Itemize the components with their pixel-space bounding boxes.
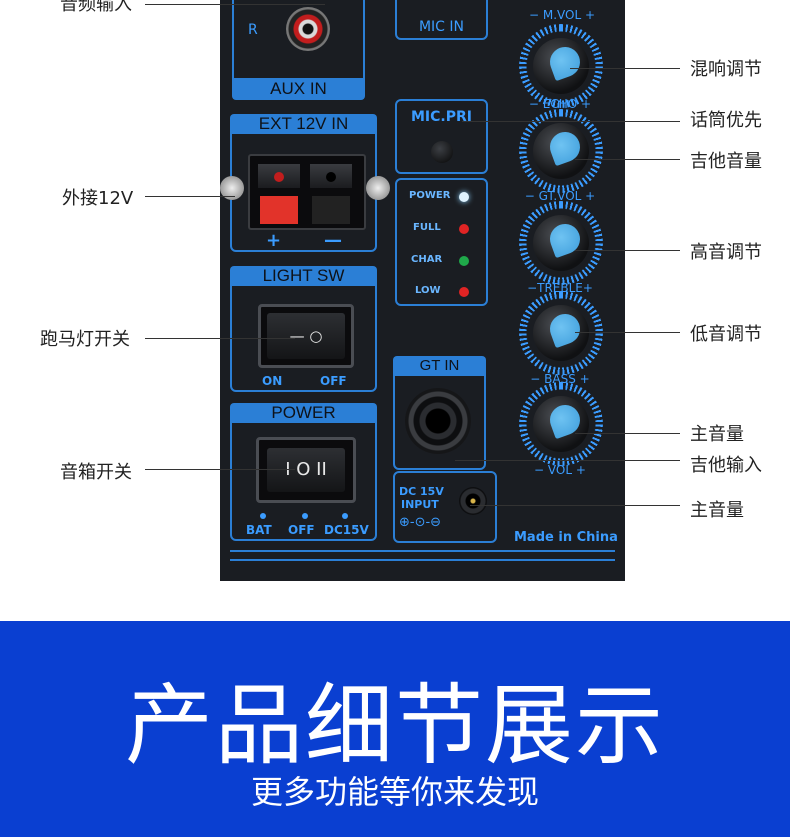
- callout-treble-line: [575, 250, 680, 251]
- gt-in-title: GT IN: [419, 357, 460, 374]
- ext-screw-right: [366, 176, 390, 200]
- light-rocker-switch[interactable]: — ○: [267, 313, 345, 359]
- banner: 产品细节展示 更多功能等你来发现: [0, 621, 790, 837]
- mic-in-section: MIC IN: [395, 0, 488, 40]
- led-power-light: [459, 192, 469, 202]
- banner-title: 产品细节展示: [124, 674, 665, 777]
- callout-echo: 混响调节: [690, 59, 762, 80]
- power-bat-label: BAT: [246, 523, 272, 537]
- light-sw-title: LIGHT SW: [262, 266, 345, 285]
- ext-red-clip[interactable]: [260, 196, 298, 224]
- ext-12v-header: EXT 12V IN: [230, 114, 377, 134]
- callout-bass: 低音调节: [690, 324, 762, 345]
- gt-in-header: GT IN: [393, 356, 486, 376]
- ext-terminal-negative[interactable]: [310, 164, 352, 188]
- callout-aux-line: [145, 4, 325, 5]
- led-power-label: POWER: [409, 190, 451, 201]
- knob-treble[interactable]: [519, 201, 603, 285]
- light-on-label: ON: [262, 374, 283, 388]
- power-title: POWER: [271, 403, 336, 422]
- mic-pri-title: MIC.PRI: [411, 109, 472, 125]
- dc-polarity-symbol: ⊕-⊙-⊖: [399, 515, 442, 530]
- dc-input-section: DC 15V INPUT ⊕-⊙-⊖: [393, 471, 497, 543]
- led-char-light: [459, 256, 469, 266]
- callout-vol-line: [575, 433, 680, 434]
- callout-micpri-line: [462, 121, 680, 122]
- aux-in-header: AUX IN: [232, 78, 365, 100]
- callout-light-line: [145, 338, 295, 339]
- knob-echo[interactable]: [519, 24, 603, 108]
- ext-plus-label: +: [266, 230, 282, 251]
- aux-rca-jack[interactable]: [286, 7, 330, 51]
- dc-line1: DC 15V: [399, 485, 444, 498]
- callout-power-line: [145, 469, 295, 470]
- callout-dc-volume: 主音量: [690, 500, 744, 521]
- callout-light-switch: 跑马灯开关: [40, 329, 130, 350]
- callout-power-switch: 音箱开关: [60, 462, 132, 483]
- knob-vol[interactable]: [519, 382, 603, 466]
- callout-ext-line: [145, 196, 235, 197]
- knob-label-echo: − ECHO +: [528, 97, 592, 111]
- aux-r-label: R: [248, 22, 258, 38]
- callout-mic-priority: 话筒优先: [690, 110, 762, 131]
- control-panel: R AUX IN MIC IN EXT 12V IN + — LIGHT SW …: [220, 0, 625, 581]
- power-dot-off: [302, 513, 308, 519]
- callout-gtin-line: [455, 460, 680, 461]
- led-full-label: FULL: [413, 222, 441, 233]
- knob-label-vol: − VOL +: [534, 463, 586, 477]
- callout-echo-line: [570, 68, 680, 69]
- knob-gtvol[interactable]: [519, 109, 603, 193]
- callout-guitar-input: 吉他输入: [690, 455, 762, 476]
- ext-12v-title: EXT 12V IN: [258, 114, 349, 133]
- power-rocker-symbols: I O II: [285, 459, 327, 480]
- ext-terminal-block[interactable]: [248, 154, 366, 230]
- gt-in-jack[interactable]: [405, 388, 471, 454]
- led-full-light: [459, 224, 469, 234]
- light-off-label: OFF: [320, 374, 347, 388]
- callout-guitar-volume: 吉他音量: [690, 151, 762, 172]
- led-low-light: [459, 287, 469, 297]
- callout-dc-line: [470, 505, 680, 506]
- aux-in-section: R AUX IN: [232, 0, 365, 100]
- light-sw-section: LIGHT SW — ○ ON OFF: [230, 266, 377, 392]
- aux-in-label: AUX IN: [270, 79, 327, 98]
- power-section: POWER I O II BAT OFF DC15V: [230, 403, 377, 541]
- callout-ext-12v: 外接12V: [62, 188, 134, 209]
- dc-line2: INPUT: [401, 498, 439, 511]
- power-dot-dc: [342, 513, 348, 519]
- mic-pri-section: MIC.PRI: [395, 99, 488, 174]
- light-sw-header: LIGHT SW: [230, 266, 377, 286]
- light-switch-frame: — ○: [258, 304, 354, 368]
- gt-in-section: GT IN: [393, 356, 486, 470]
- ext-black-clip[interactable]: [312, 196, 350, 224]
- ext-terminal-positive[interactable]: [258, 164, 300, 188]
- ext-12v-section: EXT 12V IN + —: [220, 114, 390, 252]
- power-off-label: OFF: [288, 523, 315, 537]
- callout-treble: 高音调节: [690, 242, 762, 263]
- led-low-label: LOW: [415, 285, 441, 296]
- power-dot-bat: [260, 513, 266, 519]
- knob-label-gtvol: − GT.VOL +: [524, 189, 596, 203]
- power-switch-frame: I O II: [256, 437, 356, 503]
- callout-gtvol-line: [575, 159, 680, 160]
- led-char-label: CHAR: [411, 254, 443, 265]
- callout-main-volume: 主音量: [690, 424, 744, 445]
- panel-divider-1: [230, 550, 615, 552]
- made-in-label: Made in China: [514, 530, 618, 545]
- knob-label-mvol: − M.VOL +: [528, 8, 596, 22]
- callout-aux-input: 音频输入: [60, 0, 132, 15]
- banner-subtitle: 更多功能等你来发现: [250, 773, 539, 811]
- light-rocker-symbols: — ○: [289, 327, 323, 345]
- power-rocker-switch[interactable]: I O II: [267, 448, 345, 492]
- mic-pri-button[interactable]: [431, 141, 453, 163]
- knob-bass[interactable]: [519, 291, 603, 375]
- power-dc-label: DC15V: [324, 523, 369, 537]
- panel-divider-2: [230, 559, 615, 561]
- dc-input-jack[interactable]: [459, 487, 487, 515]
- ext-minus-label: —: [324, 230, 342, 251]
- power-header: POWER: [230, 403, 377, 423]
- mic-in-label: MIC IN: [418, 19, 465, 35]
- led-indicator-section: POWER FULL CHAR LOW: [395, 178, 488, 306]
- callout-bass-line: [575, 332, 680, 333]
